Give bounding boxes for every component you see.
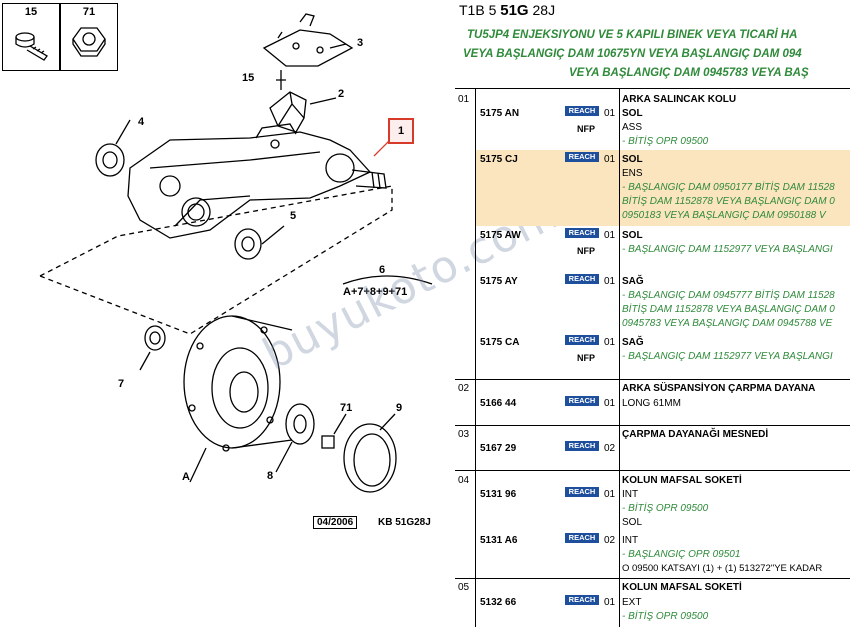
- label-7: 7: [118, 378, 125, 390]
- condition-note: 0945783 VEYA BAŞLANGIÇ DAM 0945788 VE: [622, 318, 833, 329]
- side: SOL: [622, 230, 643, 241]
- part-number[interactable]: 5175 AN: [480, 108, 520, 119]
- side: SOL: [622, 517, 643, 528]
- label-6: 6: [379, 264, 386, 276]
- nfp-tag: NFP: [577, 124, 595, 134]
- part-number[interactable]: 5131 96: [480, 489, 517, 500]
- label-71: 71: [340, 402, 353, 414]
- condition-note: - BAŞLANGIÇ OPR 09501: [622, 549, 741, 560]
- reach-badge: REACH: [565, 595, 599, 605]
- part-box-15[interactable]: 15: [2, 3, 60, 71]
- condition-note: - BAŞLANGIÇ DAM 0945777 BİTİŞ DAM 11528: [622, 290, 835, 301]
- quantity: 01: [604, 154, 616, 165]
- callout-number: 1: [397, 125, 405, 137]
- part-number[interactable]: 5167 29: [480, 443, 517, 454]
- reach-badge: REACH: [565, 152, 599, 162]
- condition-note: - BİTİŞ OPR 09500: [622, 611, 709, 622]
- label-A: A: [182, 471, 190, 483]
- spec: LONG 61MM: [622, 398, 681, 409]
- quantity: 01: [604, 597, 616, 608]
- applicability-title: TU5JP4 ENJEKSIYONU VE 5 KAPILI BINEK VEY…: [463, 29, 809, 79]
- nut-icon: [72, 27, 106, 57]
- quantity: 01: [604, 230, 616, 241]
- variant: INT: [622, 489, 639, 500]
- part-number[interactable]: 5175 CJ: [480, 154, 518, 165]
- part-number[interactable]: 5175 AY: [480, 276, 518, 287]
- label-1-highlighted[interactable]: 1: [388, 118, 414, 144]
- variant: INT: [622, 535, 639, 546]
- condition-note: 0950183 VEYA BAŞLANGIÇ DAM 0950188 V: [622, 210, 826, 221]
- label-5: 5: [290, 210, 297, 222]
- quantity: 02: [604, 535, 616, 546]
- side: SAĞ: [622, 337, 644, 348]
- reach-badge: REACH: [565, 396, 599, 406]
- variant: ASS: [622, 122, 643, 133]
- condition-note: - BİTİŞ OPR 09500: [622, 136, 709, 147]
- condition-note: BİTİŞ DAM 1152878 VEYA BAŞLANGIÇ DAM 0: [622, 304, 835, 315]
- group-number: 05: [458, 582, 470, 593]
- reach-badge: REACH: [565, 441, 599, 451]
- quantity: 01: [604, 276, 616, 287]
- part-box-number: 71: [82, 6, 96, 18]
- side: SOL: [622, 154, 643, 165]
- part-number[interactable]: 5132 66: [480, 597, 517, 608]
- part-box-number: 15: [24, 6, 38, 18]
- condition-note: - BİTİŞ OPR 09500: [622, 503, 709, 514]
- part-number[interactable]: 5175 AW: [480, 230, 521, 241]
- group-number: 01: [458, 94, 470, 105]
- quantity: 01: [604, 398, 616, 409]
- group-title: ÇARPMA DAYANAĞI MESNEDİ: [622, 429, 769, 440]
- exploded-view-drawing: [39, 13, 433, 493]
- side: SOL: [622, 108, 643, 119]
- label-15: 15: [242, 72, 255, 84]
- page-code: T1B 5 51G 28J: [459, 2, 556, 19]
- parts-diagram: 15 71: [2, 3, 433, 529]
- coefficient-note: O 09500 KATSAYI (1) + (1) 513272"YE KADA…: [622, 563, 823, 574]
- reach-badge: REACH: [565, 228, 599, 238]
- part-number[interactable]: 5175 CA: [480, 337, 520, 348]
- quantity: 02: [604, 443, 616, 454]
- label-9: 9: [396, 402, 403, 414]
- group-title: KOLUN MAFSAL SOKETİ: [622, 475, 742, 486]
- condition-note: - BAŞLANGIÇ DAM 0950177 BİTİŞ DAM 11528: [622, 182, 835, 193]
- group-number: 02: [458, 383, 470, 394]
- selected-row-highlight: [476, 150, 850, 226]
- part-box-71[interactable]: 71: [60, 3, 118, 71]
- group-title: ARKA SÜSPANSİYON ÇARPMA DAYANA: [622, 383, 816, 394]
- reach-badge: REACH: [565, 106, 599, 116]
- condition-note: - BAŞLANGIÇ DAM 1152977 VEYA BAŞLANGI: [622, 244, 833, 255]
- label-formula: A+7+8+9+71: [343, 286, 408, 298]
- part-number[interactable]: 5166 44: [480, 398, 517, 409]
- screw-icon: [15, 32, 48, 61]
- part-number[interactable]: 5131 A6: [480, 535, 518, 546]
- nfp-tag: NFP: [577, 353, 595, 363]
- condition-note: BİTİŞ DAM 1152878 VEYA BAŞLANGIÇ DAM 0: [622, 196, 835, 207]
- label-4: 4: [138, 116, 145, 128]
- reach-badge: REACH: [565, 335, 599, 345]
- diagram-reference: KB 51G28J: [378, 517, 431, 528]
- quantity: 01: [604, 108, 616, 119]
- variant: ENS: [622, 168, 643, 179]
- quantity: 01: [604, 489, 616, 500]
- condition-note: - BAŞLANGIÇ DAM 1152977 VEYA BAŞLANGI: [622, 351, 833, 362]
- variant: EXT: [622, 597, 642, 608]
- group-number: 03: [458, 429, 470, 440]
- label-8: 8: [267, 470, 274, 482]
- side: SAĞ: [622, 276, 644, 287]
- reach-badge: REACH: [565, 533, 599, 543]
- group-title: ARKA SALINCAK KOLU: [622, 94, 737, 105]
- label-3: 3: [357, 37, 364, 49]
- reach-badge: REACH: [565, 487, 599, 497]
- label-2: 2: [338, 88, 345, 100]
- quantity: 01: [604, 337, 616, 348]
- parts-table: T1B 5 51G 28J TU5JP4 ENJEKSIYONU VE 5 KA…: [455, 0, 850, 627]
- diagram-date: 04/2006: [313, 516, 358, 529]
- group-number: 04: [458, 475, 470, 486]
- reach-badge: REACH: [565, 274, 599, 284]
- nfp-tag: NFP: [577, 246, 595, 256]
- group-title: KOLUN MAFSAL SOKETİ: [622, 582, 742, 593]
